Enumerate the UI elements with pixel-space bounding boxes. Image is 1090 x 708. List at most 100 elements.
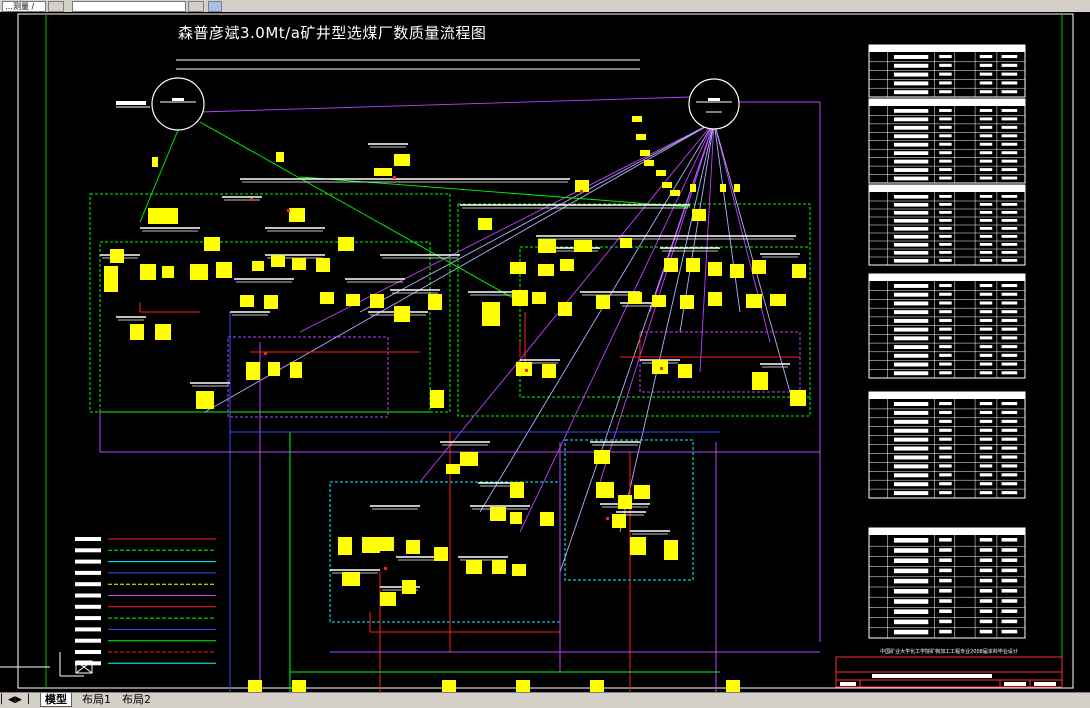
data-table-header-1 <box>869 99 1025 106</box>
product-label-1 <box>374 168 392 176</box>
table-cell-num-a-0-4 <box>939 90 952 94</box>
table-cell-text-1-7 <box>893 168 929 172</box>
table-cell-num-b-2-8 <box>979 259 993 262</box>
product-label-21 <box>510 262 526 274</box>
product-label-29 <box>752 260 766 274</box>
table-cell-text-5-3 <box>893 568 929 574</box>
product-label-92 <box>152 157 158 167</box>
table-cell-text-5-4 <box>893 578 929 584</box>
table-cell-text-5-5 <box>893 589 929 594</box>
table-cell-num-a-4-10 <box>939 491 952 495</box>
table-cell-num-b-2-2 <box>979 211 993 214</box>
table-cell-num-a-3-10 <box>939 371 952 375</box>
table-cell-num-c-4-4 <box>1001 437 1018 441</box>
product-label-10 <box>140 264 156 280</box>
table-cell-num-c-0-4 <box>1001 90 1018 94</box>
product-label-0 <box>394 154 410 166</box>
table-cell-num-c-5-1 <box>1001 548 1018 552</box>
color-control-icon[interactable] <box>208 1 222 12</box>
table-cell-num-b-2-1 <box>979 203 993 206</box>
product-label-16 <box>292 258 306 270</box>
dropdown-arrow-button-2[interactable] <box>188 1 204 12</box>
product-label-74 <box>664 540 678 560</box>
table-cell-text-4-2 <box>893 419 929 424</box>
table-cell-num-b-1-4 <box>979 142 993 146</box>
linetype-dropdown[interactable] <box>72 1 186 12</box>
table-cell-num-c-3-7 <box>1001 345 1018 349</box>
tab-layout1[interactable]: 布局1 <box>78 693 115 706</box>
product-label-66 <box>490 507 506 521</box>
table-cell-num-c-3-10 <box>1001 371 1018 375</box>
table-cell-num-c-3-1 <box>1001 292 1018 296</box>
product-label-52 <box>268 362 280 376</box>
product-label-96 <box>640 150 650 156</box>
product-label-4 <box>148 208 178 224</box>
table-cell-num-b-5-5 <box>979 589 993 593</box>
product-label-75 <box>338 537 352 555</box>
raw-coal-bunker-left <box>116 77 205 131</box>
layer-dropdown-value: …测量 / <box>5 2 35 11</box>
table-cell-text-5-2 <box>893 558 929 563</box>
table-cell-num-c-2-5 <box>1001 235 1018 238</box>
table-cell-num-a-2-5 <box>939 235 952 238</box>
table-cell-text-0-4 <box>893 90 929 95</box>
product-label-87 <box>292 680 306 692</box>
product-label-20 <box>574 240 592 252</box>
table-cell-text-5-7 <box>893 609 929 614</box>
table-cell-text-2-4 <box>893 227 929 231</box>
drawing-canvas[interactable] <box>0 12 1090 692</box>
table-cell-num-b-0-4 <box>979 90 993 94</box>
product-label-8 <box>478 218 492 230</box>
dropdown-arrow-button[interactable] <box>48 1 64 12</box>
table-cell-text-3-8 <box>893 353 929 358</box>
table-cell-num-c-4-3 <box>1001 428 1018 432</box>
process-group-7 <box>639 331 801 393</box>
table-cell-num-c-3-4 <box>1001 318 1018 322</box>
product-label-41 <box>558 302 572 316</box>
table-cell-text-5-6 <box>893 599 929 604</box>
table-cell-num-b-2-0 <box>979 195 993 198</box>
last-tab-icon[interactable]: ▶▕ <box>15 695 29 705</box>
table-cell-num-b-1-3 <box>979 134 993 138</box>
data-tables <box>868 44 1026 639</box>
table-cell-num-a-5-8 <box>939 619 952 624</box>
table-cell-num-a-0-2 <box>939 72 952 76</box>
table-cell-num-c-5-9 <box>1001 629 1018 634</box>
table-cell-num-a-5-4 <box>939 578 952 583</box>
table-cell-num-a-5-5 <box>939 589 952 593</box>
table-cell-num-c-3-9 <box>1001 362 1018 366</box>
drawing-title: 森普彦斌3.0Mt/a矿井型选煤厂数质量流程图 <box>178 24 487 42</box>
bunker-link-line <box>199 96 691 113</box>
table-cell-num-a-4-0 <box>939 402 952 406</box>
table-cell-num-b-1-2 <box>979 125 993 129</box>
product-label-56 <box>516 362 532 376</box>
tab-model[interactable]: 模型 <box>40 693 72 707</box>
red-marker-0 <box>393 176 396 179</box>
table-cell-num-b-1-1 <box>979 117 993 121</box>
product-label-69 <box>596 482 614 498</box>
product-label-59 <box>678 364 692 378</box>
table-cell-text-4-8 <box>893 473 929 478</box>
table-cell-text-0-2 <box>893 72 929 77</box>
table-cell-num-a-1-3 <box>939 134 952 138</box>
table-cell-num-c-2-6 <box>1001 243 1018 246</box>
table-cell-num-a-4-6 <box>939 455 952 459</box>
table-cell-text-3-10 <box>893 371 929 376</box>
table-cell-text-4-1 <box>893 410 929 415</box>
product-label-89 <box>516 680 530 692</box>
product-label-45 <box>680 295 694 309</box>
first-tab-icon[interactable]: ▏◀ <box>1 695 15 705</box>
table-cell-text-3-6 <box>893 336 929 341</box>
product-label-15 <box>271 255 285 267</box>
layer-dropdown[interactable]: …测量 / <box>2 1 46 12</box>
table-cell-num-c-4-7 <box>1001 464 1018 468</box>
table-cell-num-c-0-1 <box>1001 63 1018 67</box>
product-label-39 <box>512 290 528 306</box>
table-cell-num-c-2-4 <box>1001 227 1018 230</box>
table-cell-num-a-1-8 <box>939 176 952 180</box>
product-label-80 <box>466 560 482 574</box>
product-label-55 <box>430 390 444 408</box>
tab-layout2[interactable]: 布局2 <box>118 693 155 706</box>
table-cell-num-c-1-3 <box>1001 134 1018 138</box>
title-block-label: 中国矿业大学化工学院矿物加工工程专业2008届本科毕业设计 <box>880 649 1018 655</box>
